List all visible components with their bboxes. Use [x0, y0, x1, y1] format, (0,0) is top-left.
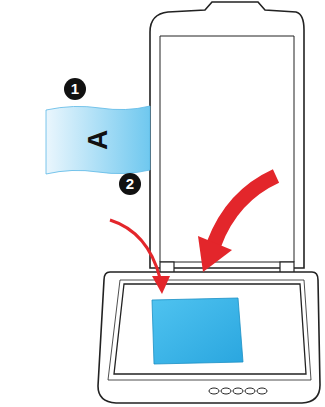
- place-document-arrow: [110, 220, 160, 278]
- document-card: A: [44, 104, 152, 176]
- document-letter: A: [84, 130, 112, 150]
- scanner-glass: [114, 284, 306, 374]
- close-lid-arrow: [214, 176, 276, 244]
- arrow-head: [152, 276, 170, 294]
- card-outline: [46, 106, 150, 174]
- glass-frame: [108, 280, 311, 380]
- callout-number: 2: [119, 173, 141, 195]
- placed-document: [152, 298, 243, 364]
- scanner-base: [98, 272, 320, 403]
- callout-number: 1: [64, 78, 86, 100]
- buttons: [209, 388, 267, 394]
- lid-pad: [160, 36, 294, 262]
- scanner-lid: [150, 2, 304, 268]
- arrow-head: [198, 236, 232, 272]
